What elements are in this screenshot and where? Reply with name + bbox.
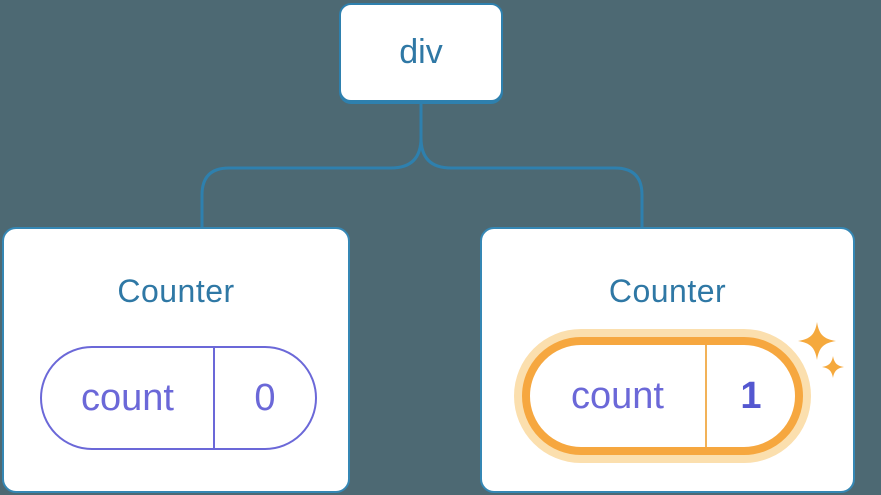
state-key-label: count — [530, 345, 707, 447]
component-card-counter-right: Counter count 1 — [480, 227, 855, 493]
component-title: Counter — [608, 273, 727, 309]
state-value: 1 — [740, 374, 762, 417]
root-node-label: div — [399, 33, 443, 71]
state-pill: count 0 — [40, 346, 317, 450]
connector-branch-left — [200, 98, 423, 231]
connector-branch-right — [419, 136, 644, 231]
state-key-label: count — [42, 348, 215, 448]
root-node-div: div — [339, 3, 503, 102]
state-value: 0 — [254, 376, 276, 419]
state-pill-highlighted: count 1 — [522, 337, 803, 455]
component-title: Counter — [117, 273, 235, 309]
component-card-counter-left: Counter count 0 — [2, 227, 350, 493]
